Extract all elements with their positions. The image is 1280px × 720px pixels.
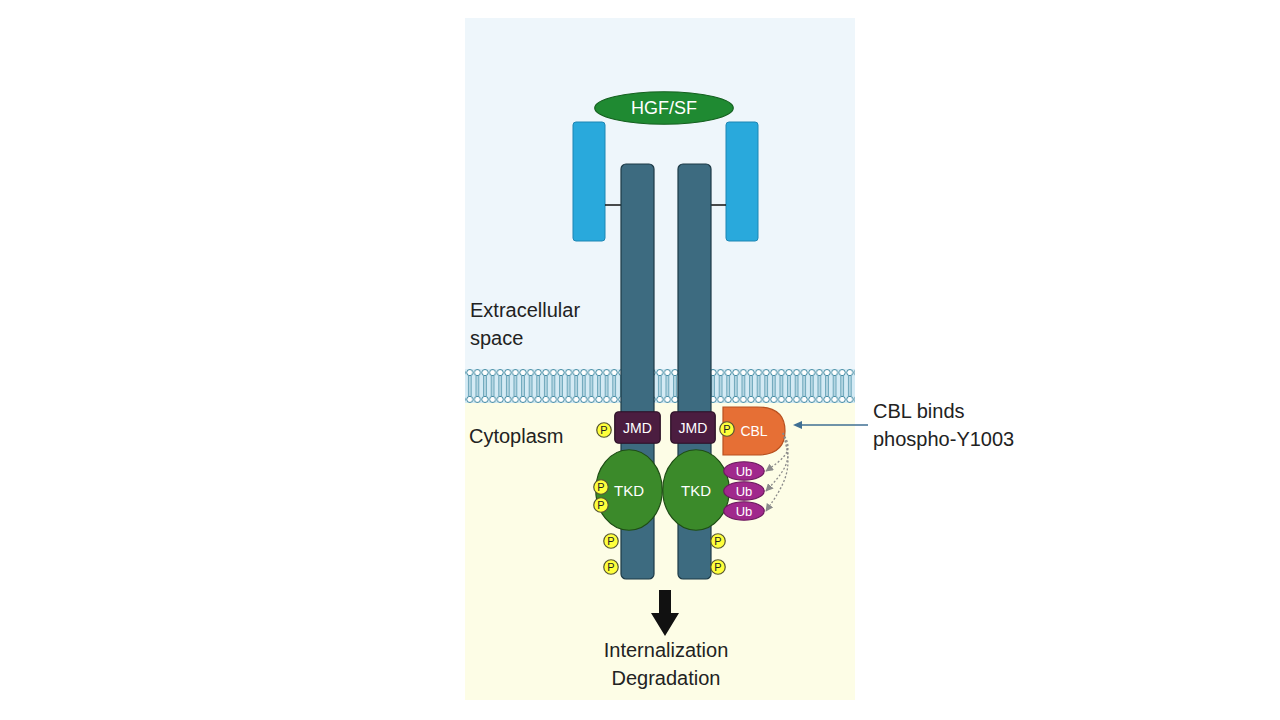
phospho-site-shape	[604, 560, 619, 575]
node-text: P	[710, 533, 726, 549]
node-text: P	[603, 559, 619, 575]
phospho-site: P	[593, 479, 609, 495]
phospho-site-shape	[594, 480, 609, 495]
cbl-ligase-shape	[723, 407, 785, 455]
kinase-domain-shape	[596, 450, 663, 531]
outcome-label: Internalization Degradation	[581, 636, 751, 692]
callout-arrowhead	[793, 421, 802, 429]
ubiquitin: Ub	[723, 501, 765, 521]
phospho-site: P	[593, 497, 609, 513]
phospho-site-shape	[720, 422, 735, 437]
phospho-site-shape	[711, 560, 726, 575]
extracellular-panel	[465, 18, 855, 386]
callout-leader	[801, 424, 868, 426]
phospho-site: P	[603, 559, 619, 575]
node-text: P	[710, 559, 726, 575]
ubiquitin: Ub	[723, 461, 765, 481]
lipid-bilayer	[465, 369, 855, 403]
alpha-chain	[726, 122, 758, 241]
ubiquitination-arrow	[766, 433, 788, 511]
node-text: Ub	[723, 501, 765, 521]
ligand-ellipse: HGF/SF	[594, 91, 734, 125]
node-text: HGF/SF	[594, 91, 734, 125]
phospho-site: P	[603, 533, 619, 549]
node-text: Ub	[723, 461, 765, 481]
callout-text: CBL binds phospho-Y1003	[873, 397, 1038, 453]
phospho-site: P	[710, 559, 726, 575]
ubiquitination-arrow	[766, 433, 788, 491]
phospho-site: P	[710, 533, 726, 549]
phospho-site-shape	[594, 498, 609, 513]
juxtamembrane-domain: JMD	[670, 411, 716, 444]
membrane-band	[465, 369, 855, 403]
phospho-site-shape	[597, 423, 612, 438]
ligand-ellipse-shape	[595, 92, 734, 125]
phospho-site-shape	[711, 534, 726, 549]
node-text: P	[596, 422, 612, 438]
node-text: P	[719, 421, 735, 437]
disulfide-bond	[605, 204, 622, 206]
phospho-site: P	[719, 421, 735, 437]
kinase-domain-shape	[663, 450, 730, 531]
ubiquitin-shape	[724, 482, 765, 501]
juxtamembrane-domain-shape	[615, 412, 661, 444]
node-text: P	[603, 533, 619, 549]
cytoplasm-panel	[465, 386, 855, 700]
phospho-site-shape	[604, 534, 619, 549]
node-text: P	[593, 479, 609, 495]
ubiquitin-shape	[724, 502, 765, 521]
region-label: Cytoplasm	[469, 422, 599, 450]
alpha-chain	[573, 122, 605, 241]
ubiquitination-arrow	[766, 433, 788, 471]
node-text: JMD	[670, 411, 716, 444]
node-text: JMD	[614, 411, 661, 444]
disulfide-bond	[710, 204, 726, 206]
node-text: TKD	[662, 449, 730, 531]
juxtamembrane-domain: JMD	[614, 411, 661, 444]
node-text: P	[593, 497, 609, 513]
juxtamembrane-domain-shape	[671, 412, 716, 444]
phospho-site: P	[596, 422, 612, 438]
node-text: Ub	[723, 481, 765, 501]
ubiquitin: Ub	[723, 481, 765, 501]
internalization-arrow	[651, 590, 679, 636]
kinase-domain: TKD	[662, 449, 730, 531]
ubiquitin-shape	[724, 462, 765, 481]
region-label: Extracellular space	[470, 296, 620, 352]
